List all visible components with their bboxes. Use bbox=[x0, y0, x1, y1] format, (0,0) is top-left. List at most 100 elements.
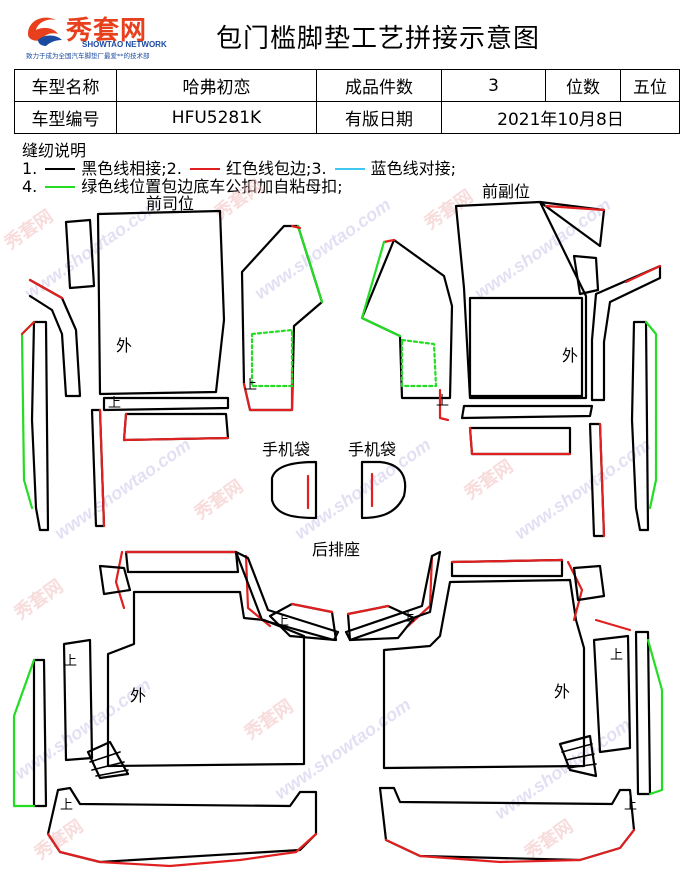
rear-left-outer-red bbox=[114, 550, 126, 610]
passenger-door-red-top bbox=[382, 238, 396, 244]
rear-left-tunnel-edge bbox=[290, 602, 334, 614]
passenger-heel-pad bbox=[468, 426, 572, 456]
header: 秀套网 SHOWTAO NETWORK 致力于成为全国汽车脚垫厂最爱**的技术部… bbox=[0, 0, 680, 68]
page-title: 包门槛脚垫工艺拼接示意图 bbox=[216, 24, 541, 54]
driver-bent-strip-edge bbox=[28, 278, 64, 300]
legend-num-1: 1. bbox=[22, 159, 38, 178]
driver-door-dashed-zone bbox=[250, 328, 294, 388]
label-outside-driver: 外 bbox=[116, 336, 133, 355]
rear-right-fan-piece bbox=[558, 734, 598, 778]
piece-count-value: 3 bbox=[441, 69, 546, 102]
legend-green-text: 绿色线位置包边底车公扣加自粘母扣; bbox=[81, 177, 343, 196]
label-outside-rear-left: 外 bbox=[130, 686, 147, 705]
passenger-door-sill-piece bbox=[360, 238, 454, 400]
passenger-main-mat bbox=[454, 200, 588, 400]
rear-left-side-panel bbox=[62, 638, 94, 762]
legend-black-text: 黑色线相接;2. bbox=[81, 159, 182, 178]
driver-door-red-top bbox=[290, 224, 302, 230]
passenger-door-green-edge bbox=[360, 240, 402, 338]
rear-right-sill-strip bbox=[634, 630, 652, 796]
rear-right-bottom-red-edge bbox=[384, 828, 636, 864]
black-line-swatch bbox=[45, 168, 76, 170]
rear-right-tunnel-edge bbox=[346, 604, 390, 616]
driver-door-green-edge bbox=[296, 224, 324, 304]
info-row-1: 车型名称 哈弗初恋 成品件数 3 位数 五位 bbox=[14, 69, 680, 102]
driver-heel-pad-edge bbox=[122, 412, 230, 442]
sewing-legend: 缝纫说明 1. 黑色线相接;2. 红色线包边;3. 蓝色线对接; 4. 绿色线位… bbox=[22, 142, 672, 196]
rear-left-corner-piece bbox=[98, 564, 132, 596]
rear-right-outer-red bbox=[566, 560, 584, 622]
pattern-date-value: 2021年10月8日 bbox=[441, 101, 680, 134]
label-rear-seat: 后排座 bbox=[312, 540, 361, 559]
legend-row-1: 1. 黑色线相接;2. 红色线包边;3. 蓝色线对接; bbox=[22, 160, 672, 178]
phone-bag-right bbox=[360, 460, 407, 520]
red-line-swatch bbox=[189, 168, 220, 170]
label-up-driver-heel: 上 bbox=[108, 396, 122, 411]
front-passenger-group bbox=[360, 200, 662, 538]
rear-left-sill-green-edge bbox=[12, 658, 36, 808]
passenger-bent-strip bbox=[590, 264, 662, 402]
logo-name: 秀套网 bbox=[66, 16, 148, 46]
rear-right-side-red bbox=[594, 618, 632, 632]
logo-name-en: SHOWTAO NETWORK bbox=[82, 40, 167, 49]
passenger-tab bbox=[572, 254, 600, 296]
pattern-date-key: 有版日期 bbox=[316, 101, 442, 134]
rear-left-bottom-strip bbox=[46, 786, 318, 864]
label-up-rear-right-side: 上 bbox=[610, 648, 624, 663]
front-driver-group bbox=[20, 209, 324, 532]
model-code-key: 车型编号 bbox=[14, 101, 117, 134]
passenger-wedge bbox=[538, 200, 606, 248]
passenger-heel-strip bbox=[460, 404, 594, 420]
label-up-driver-door: 上 bbox=[244, 378, 258, 393]
passenger-sill-strip bbox=[630, 320, 650, 532]
showtao-logo: 秀套网 SHOWTAO NETWORK 致力于成为全国汽车脚垫厂最爱**的技术部 bbox=[22, 8, 172, 60]
model-code-value: HFU5281K bbox=[116, 101, 317, 134]
info-table: 车型名称 哈弗初恋 成品件数 3 位数 五位 车型编号 HFU5281K 有版日… bbox=[14, 69, 680, 134]
label-up-rear-left-side: 上 bbox=[64, 654, 78, 669]
rear-right-side-panel bbox=[592, 634, 632, 754]
rear-left-bottom-red-edge bbox=[46, 832, 318, 868]
green-line-swatch bbox=[45, 186, 76, 188]
passenger-sill-green-edge bbox=[644, 320, 658, 510]
rear-right-top-strip-edge bbox=[450, 558, 564, 564]
label-phone-bag-1: 手机袋 bbox=[262, 440, 311, 459]
driver-heel-pad bbox=[122, 412, 230, 442]
rear-right-sill-green-edge bbox=[646, 638, 664, 796]
rear-right-corner-piece bbox=[572, 564, 606, 602]
label-up-passenger-door: 上 bbox=[436, 394, 450, 409]
driver-vertical-strip-edge bbox=[98, 408, 106, 528]
passenger-heel-pad-edge bbox=[468, 426, 572, 456]
label-front-passenger: 前副位 bbox=[482, 182, 531, 201]
rear-right-bottom-strip bbox=[378, 786, 636, 862]
passenger-door-dashed-zone bbox=[400, 338, 438, 388]
driver-door-red-bottom bbox=[242, 368, 294, 412]
passenger-door-red-bottom bbox=[438, 388, 450, 422]
rear-left-curve-strip bbox=[234, 550, 340, 642]
driver-small-piece bbox=[64, 218, 96, 290]
rear-right-group bbox=[344, 550, 664, 864]
legend-heading: 缝纫说明 bbox=[22, 141, 87, 160]
driver-sill-strip bbox=[30, 320, 50, 532]
info-row-2: 车型编号 HFU5281K 有版日期 2021年10月8日 bbox=[14, 101, 680, 134]
legend-row-2: 4. 绿色线位置包边底车公扣加自粘母扣; bbox=[22, 178, 672, 196]
logo-swirl-icon bbox=[28, 17, 62, 46]
passenger-wedge-edge bbox=[544, 204, 606, 212]
rear-left-tunnel-piece bbox=[268, 602, 338, 642]
rear-left-sill-strip bbox=[32, 658, 48, 808]
rear-left-curve-edge bbox=[244, 554, 272, 628]
logo-tagline: 致力于成为全国汽车脚垫厂最爱**的技术部 bbox=[26, 52, 150, 60]
driver-main-mat bbox=[96, 209, 226, 396]
legend-red-text: 红色线包边;3. bbox=[225, 159, 327, 178]
blue-line-swatch bbox=[334, 168, 365, 170]
legend-blue-text: 蓝色线对接; bbox=[370, 159, 457, 178]
phone-bag-left bbox=[270, 460, 318, 520]
rear-right-curve-strip bbox=[344, 550, 442, 642]
rear-left-fan-lines bbox=[89, 751, 129, 777]
rear-right-fan-lines bbox=[561, 743, 597, 769]
passenger-inner-mat bbox=[468, 296, 584, 398]
rear-right-main-mat bbox=[382, 578, 586, 770]
label-up-rear-left-bottom: 上 bbox=[60, 798, 74, 813]
passenger-vertical-strip-edge bbox=[598, 422, 606, 538]
